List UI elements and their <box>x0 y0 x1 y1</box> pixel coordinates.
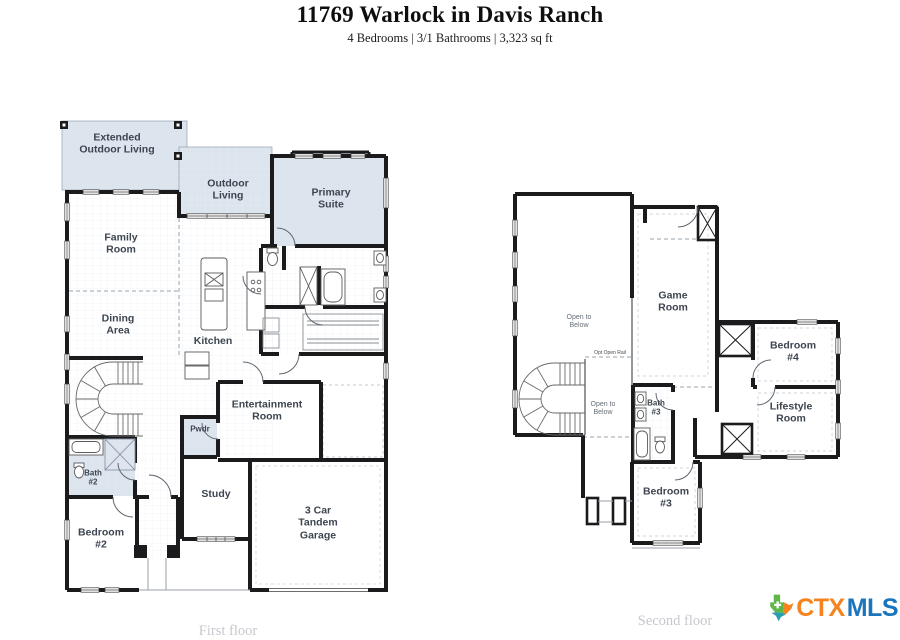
door-swings <box>112 227 324 518</box>
logo-text-ctx: CTX <box>796 593 845 622</box>
bath3-fixtures <box>633 391 666 461</box>
primary-closet <box>262 313 384 351</box>
bath2-fixtures <box>68 438 136 479</box>
sheet-header: 11769 Warlock in Davis Ranch 4 Bedrooms … <box>0 0 900 46</box>
primary-bath-fixtures <box>266 247 387 306</box>
logo-text-mls: MLS <box>846 593 899 622</box>
texas-state-icon <box>770 594 794 622</box>
windows <box>512 219 841 546</box>
porch-posts <box>585 496 627 526</box>
first-floor-plan: Extended Outdoor Living Outdoor Living P… <box>55 108 400 603</box>
staircase <box>75 361 143 437</box>
ctxmls-logo: CTX MLS <box>766 586 899 630</box>
second-floor-caption: Second floor <box>637 613 713 629</box>
first-floor-caption: First floor <box>198 623 258 639</box>
staircase <box>518 362 585 436</box>
first-floor-drawing <box>60 120 389 593</box>
page-subtitle: 4 Bedrooms | 3/1 Bathrooms | 3,323 sq ft <box>347 31 553 45</box>
second-floor-plan: Open to Below Game Room Bedroom #4 Lifes… <box>495 180 845 565</box>
door-swings <box>655 206 776 481</box>
page-title: 11769 Warlock in Davis Ranch <box>296 2 604 27</box>
second-floor-drawing <box>512 192 841 549</box>
closets <box>696 205 754 456</box>
kitchen-island <box>184 257 266 380</box>
